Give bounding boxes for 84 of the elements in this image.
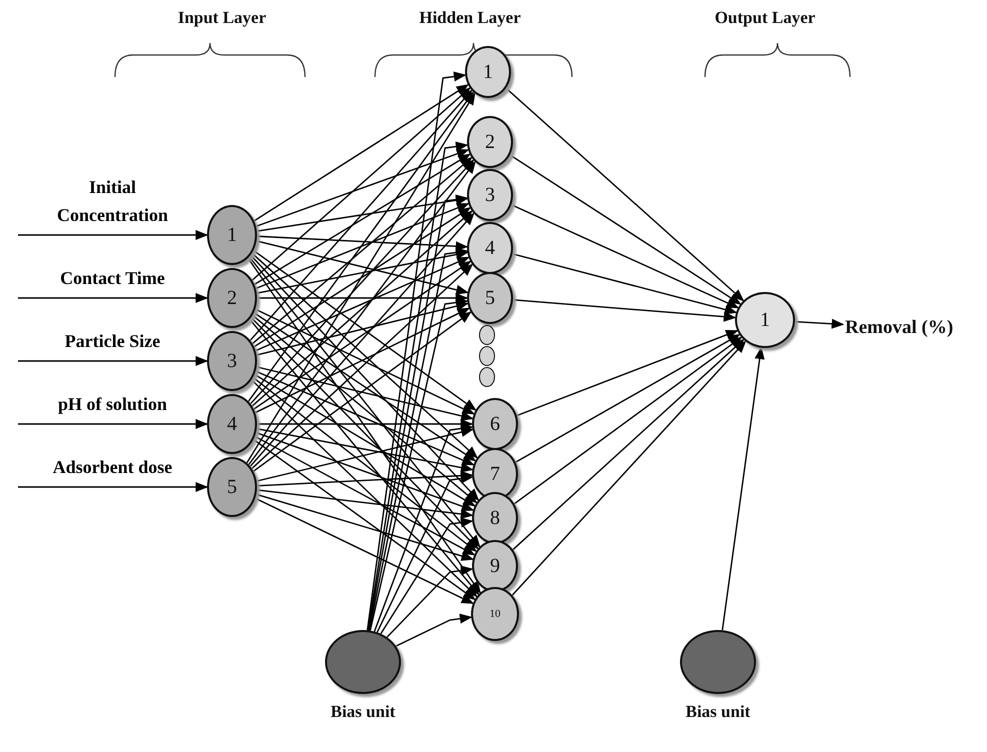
ellipsis-dot — [479, 325, 495, 345]
arrow — [256, 250, 469, 294]
arrow — [255, 256, 470, 352]
node-caption: Bias unit — [684, 702, 752, 722]
arrow — [250, 212, 475, 467]
layer-heading: Input Layer — [176, 8, 268, 28]
arrow — [396, 614, 472, 647]
arrow — [512, 340, 746, 596]
arrow — [252, 210, 473, 407]
arrow — [376, 474, 474, 633]
arrow — [722, 346, 765, 630]
arrow — [249, 318, 480, 596]
arrow — [794, 318, 844, 329]
hidden-neuron: 10 — [471, 587, 519, 641]
input-neuron: 1 — [207, 205, 257, 265]
arrow — [512, 338, 744, 550]
arrow — [515, 334, 740, 463]
arrow — [256, 301, 469, 356]
arrow — [510, 154, 742, 305]
ellipsis-dot — [479, 367, 495, 387]
output-neuron: 1 — [735, 292, 795, 348]
hidden-neuron: 5 — [467, 272, 513, 324]
arrow — [512, 253, 738, 314]
input-neuron: 2 — [207, 268, 257, 328]
arrow — [256, 149, 470, 228]
arrow — [256, 427, 474, 482]
hidden-neuron: 2 — [467, 116, 513, 168]
arrow — [252, 87, 471, 281]
arrow — [18, 418, 208, 430]
hidden-neuron: 1 — [465, 46, 511, 98]
arrow — [253, 438, 476, 600]
arrow — [254, 84, 470, 222]
layer-heading: Hidden Layer — [418, 8, 522, 28]
arrow — [256, 432, 474, 512]
arrow — [255, 203, 470, 290]
hidden-neuron: 3 — [467, 169, 513, 221]
arrow — [254, 207, 472, 348]
node-caption: Bias unit — [330, 702, 396, 722]
arrow — [250, 89, 473, 341]
arrow — [250, 316, 479, 550]
arrow — [254, 436, 476, 556]
arrow — [512, 299, 736, 322]
bias-neuron — [325, 630, 401, 694]
arrow — [255, 370, 475, 466]
arrow — [254, 154, 471, 286]
arrow — [386, 566, 474, 638]
hidden-neuron: 4 — [467, 222, 513, 274]
arrow — [252, 376, 478, 552]
arrow — [380, 518, 474, 634]
arrow — [18, 230, 208, 240]
hidden-neuron: 8 — [472, 492, 518, 544]
arrow — [511, 204, 740, 308]
ellipsis-dot — [479, 346, 495, 366]
arrow — [514, 336, 742, 504]
arrow — [256, 494, 474, 561]
arrow — [248, 160, 476, 466]
arrow — [256, 366, 474, 421]
arrow — [18, 482, 208, 492]
arrow — [254, 374, 476, 506]
arrow — [250, 254, 480, 501]
arrow — [256, 428, 474, 473]
output-label: Removal (%) — [845, 314, 954, 342]
arrow — [256, 470, 474, 486]
arrow — [246, 92, 476, 464]
arrow — [256, 240, 469, 295]
hidden-neuron: 6 — [472, 398, 518, 450]
arrow — [18, 356, 208, 366]
layer-heading: Output Layer — [714, 8, 816, 28]
arrow — [516, 330, 738, 416]
arrow — [506, 88, 744, 302]
input-neuron: 3 — [207, 331, 257, 391]
arrow — [252, 156, 473, 344]
arrow — [250, 159, 474, 404]
arrow — [252, 314, 478, 504]
input-neuron: 5 — [207, 457, 257, 517]
arrow — [256, 489, 474, 519]
arrow — [254, 498, 474, 604]
arrow — [251, 379, 478, 598]
arrow — [374, 424, 474, 632]
input-neuron: 4 — [207, 394, 257, 454]
arrow — [256, 236, 468, 252]
arrow — [248, 91, 474, 402]
hidden-neuron: 9 — [472, 540, 518, 592]
arrow — [18, 292, 208, 304]
